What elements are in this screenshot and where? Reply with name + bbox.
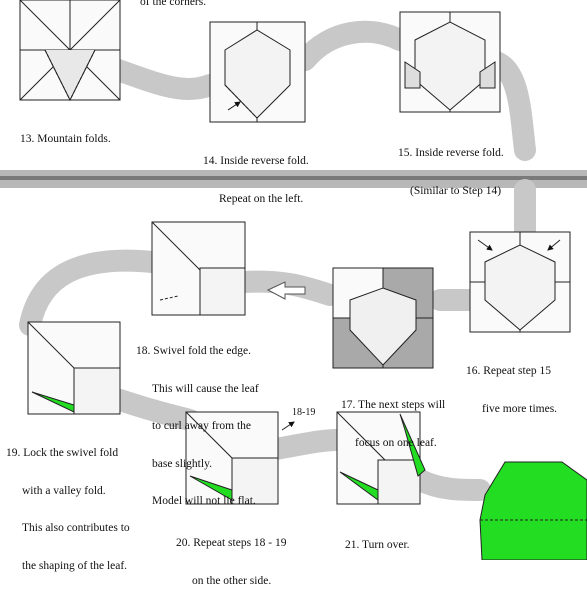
step-19-caption: 19. Lock the swivel fold with a valley f… bbox=[6, 447, 130, 572]
arrow-17-to-18 bbox=[266, 281, 306, 300]
annotation-18-19: 18-19 bbox=[292, 407, 316, 418]
step-20-caption: 20. Repeat steps 18 - 19 on the other si… bbox=[176, 537, 287, 587]
header-fragment: of the corners. bbox=[140, 0, 207, 8]
step-14-model bbox=[209, 21, 306, 123]
step-18-model bbox=[151, 221, 246, 316]
step-13-model bbox=[19, 0, 121, 102]
step-13-caption: 13. Mountain folds. bbox=[20, 133, 111, 145]
step-20-model bbox=[185, 411, 295, 505]
step-18-caption: 18. Swivel fold the edge. This will caus… bbox=[136, 345, 259, 507]
step-19-model bbox=[27, 321, 121, 415]
final-leaf-model bbox=[479, 461, 587, 560]
step-16-model bbox=[469, 231, 571, 333]
step-15-caption: 15. Inside reverse fold. (Similar to Ste… bbox=[398, 147, 504, 197]
step-21-model bbox=[336, 411, 426, 505]
step-21-caption: 21. Turn over. bbox=[345, 539, 410, 551]
step-15-model bbox=[399, 11, 501, 113]
step-17-caption: 17. The next steps will focus on one lea… bbox=[341, 399, 446, 449]
step-16-caption: 16. Repeat step 15 five more times. bbox=[466, 365, 558, 415]
diagram-canvas bbox=[0, 0, 587, 560]
step-17-model bbox=[332, 267, 434, 369]
step-14-caption: 14. Inside reverse fold. Repeat on the l… bbox=[203, 155, 309, 205]
